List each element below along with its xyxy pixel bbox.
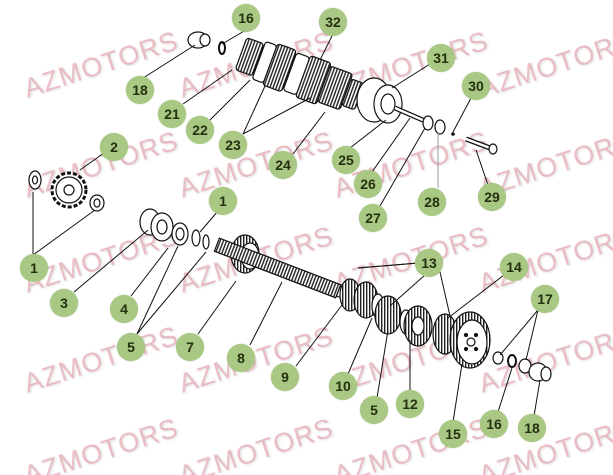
bearing-31 xyxy=(356,77,403,124)
callout-30[interactable]: 30 xyxy=(462,72,490,100)
callout-18[interactable]: 18 xyxy=(126,76,154,104)
callout-7[interactable]: 7 xyxy=(176,333,204,361)
callout-5[interactable]: 5 xyxy=(117,333,145,361)
callout-12[interactable]: 12 xyxy=(396,390,424,418)
callout-23[interactable]: 23 xyxy=(219,131,247,159)
leader-lines xyxy=(32,29,541,423)
callout-16[interactable]: 16 xyxy=(232,4,260,32)
callout-22[interactable]: 22 xyxy=(186,116,214,144)
callout-1[interactable]: 1 xyxy=(20,254,48,282)
bolt-29 xyxy=(465,136,498,155)
callout-31[interactable]: 31 xyxy=(427,44,455,72)
callout-5[interactable]: 5 xyxy=(360,396,388,424)
callout-1[interactable]: 1 xyxy=(209,187,237,215)
callout-4[interactable]: 4 xyxy=(110,295,138,323)
sprocket-group xyxy=(28,170,105,212)
callout-24[interactable]: 24 xyxy=(269,151,297,179)
sprocket-2 xyxy=(50,171,88,209)
callout-32[interactable]: 32 xyxy=(319,8,347,36)
callout-18[interactable]: 18 xyxy=(518,414,546,442)
callout-29[interactable]: 29 xyxy=(478,183,506,211)
callout-10[interactable]: 10 xyxy=(329,372,357,400)
callout-17[interactable]: 17 xyxy=(531,285,559,313)
callout-2[interactable]: 2 xyxy=(100,133,128,161)
callout-25[interactable]: 25 xyxy=(332,146,360,174)
upper-shaft-assembly xyxy=(187,31,498,155)
lower-shaft-assembly xyxy=(139,208,552,382)
callout-26[interactable]: 26 xyxy=(354,170,382,198)
callout-27[interactable]: 27 xyxy=(359,204,387,232)
callout-14[interactable]: 14 xyxy=(500,253,528,281)
callout-9[interactable]: 9 xyxy=(271,363,299,391)
callout-8[interactable]: 8 xyxy=(227,344,255,372)
callout-13[interactable]: 13 xyxy=(415,249,443,277)
callout-15[interactable]: 15 xyxy=(439,420,467,448)
cap-nut-top xyxy=(187,31,211,49)
callout-3[interactable]: 3 xyxy=(50,289,78,317)
callout-28[interactable]: 28 xyxy=(418,188,446,216)
callout-21[interactable]: 21 xyxy=(158,100,186,128)
callout-16[interactable]: 16 xyxy=(480,410,508,438)
